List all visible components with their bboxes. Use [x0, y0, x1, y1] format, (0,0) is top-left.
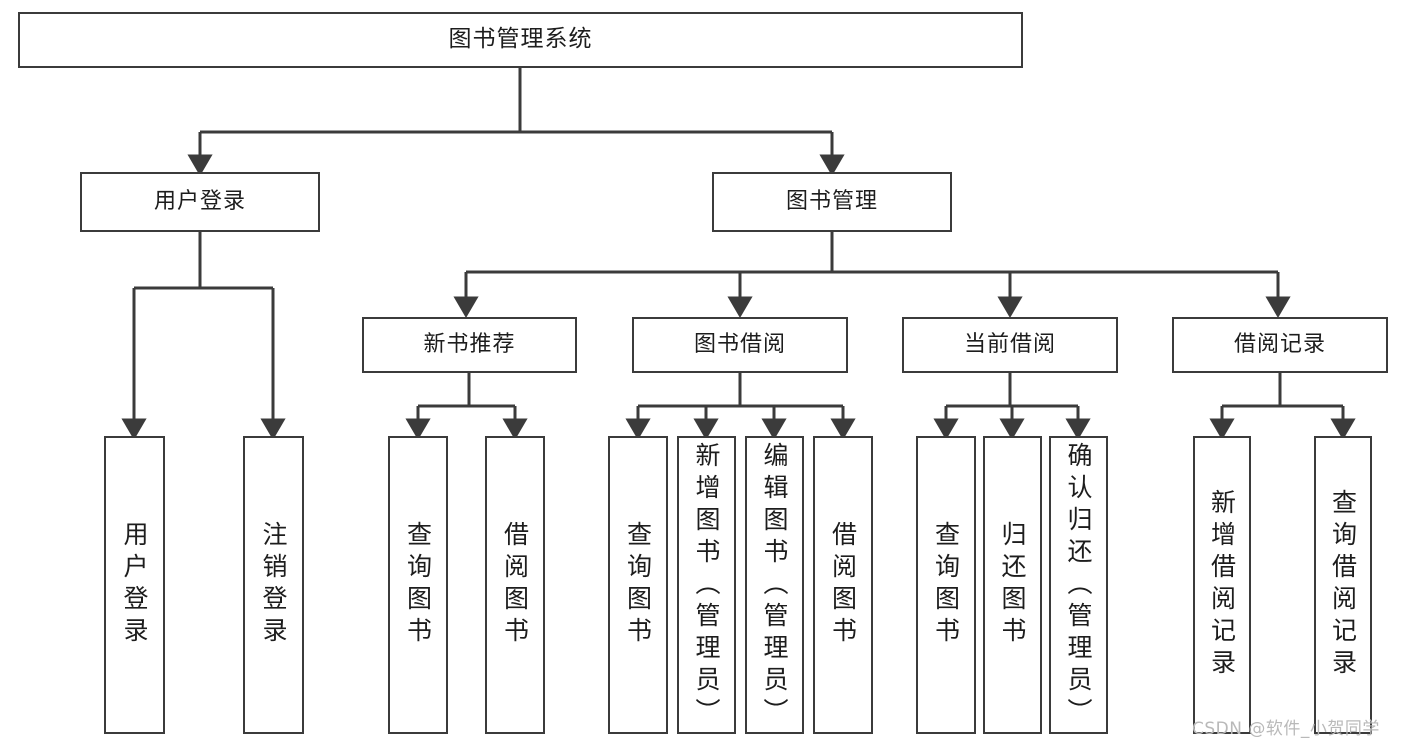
node-leaf-edit-book[interactable]: 编辑图书（管理员）	[745, 436, 804, 734]
node-book-management[interactable]: 图书管理	[712, 172, 952, 232]
node-current-borrow[interactable]: 当前借阅	[902, 317, 1118, 373]
node-leaf-borrow-book-1[interactable]: 借阅图书	[485, 436, 545, 734]
node-leaf-add-book[interactable]: 新增图书（管理员）	[677, 436, 736, 734]
node-leaf-return-book[interactable]: 归还图书	[983, 436, 1042, 734]
watermark-text: CSDN @软件_小贺同学	[1192, 719, 1380, 739]
node-leaf-borrow-book-2[interactable]: 借阅图书	[813, 436, 873, 734]
node-leaf-query-record[interactable]: 查询借阅记录	[1314, 436, 1372, 734]
node-new-book-recommend[interactable]: 新书推荐	[362, 317, 577, 373]
node-leaf-logout-login[interactable]: 注销登录	[243, 436, 304, 734]
node-leaf-user-login[interactable]: 用户登录	[104, 436, 165, 734]
node-leaf-add-record[interactable]: 新增借阅记录	[1193, 436, 1251, 734]
node-book-borrow[interactable]: 图书借阅	[632, 317, 848, 373]
node-leaf-query-book-3[interactable]: 查询图书	[916, 436, 976, 734]
node-leaf-query-book-1[interactable]: 查询图书	[388, 436, 448, 734]
node-user-login[interactable]: 用户登录	[80, 172, 320, 232]
node-root-system[interactable]: 图书管理系统	[18, 12, 1023, 68]
node-leaf-confirm-return[interactable]: 确认归还（管理员）	[1049, 436, 1108, 734]
node-leaf-query-book-2[interactable]: 查询图书	[608, 436, 668, 734]
node-borrow-record[interactable]: 借阅记录	[1172, 317, 1388, 373]
